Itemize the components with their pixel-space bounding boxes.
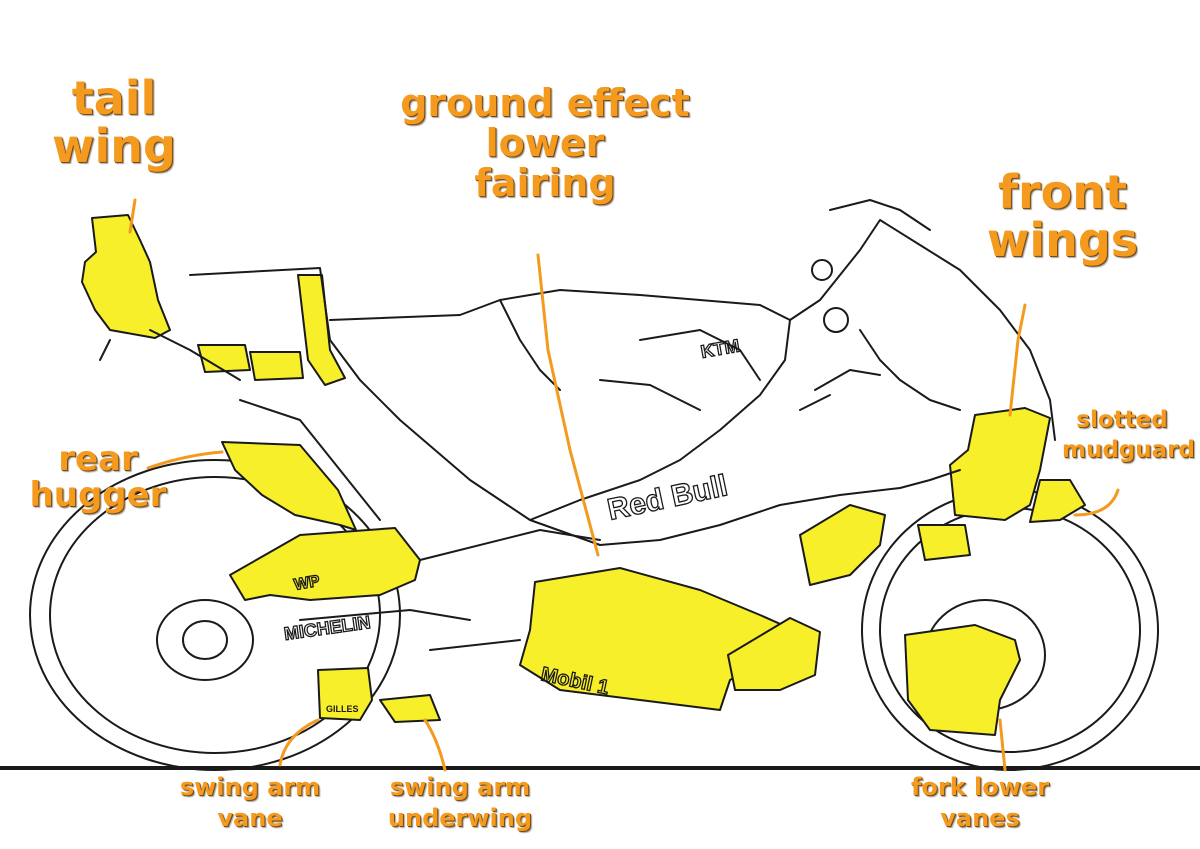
leader-front-wings: [1008, 303, 1027, 417]
label-fork-lower-vanes: fork lower vanes: [910, 773, 1050, 833]
fork-lower-vane: [904, 624, 1021, 736]
label-swing-arm-underwing: swing arm underwing: [387, 773, 533, 833]
leader-rear-hugger: [146, 450, 224, 470]
front-wing-part: [949, 407, 1051, 521]
front-wheel: [861, 489, 1159, 771]
rear-wheel: [29, 459, 401, 771]
rear-hugger-part: [221, 441, 357, 531]
lower-vent: [727, 617, 821, 691]
tail-tab-1: [197, 344, 251, 373]
tail-wing-part: [81, 214, 171, 339]
leader-tail-wing: [128, 198, 137, 234]
leader-slotted-mudguard: [1073, 488, 1120, 517]
swing-arm-side: [229, 527, 421, 601]
label-ground-effect: ground effect lower fairing: [400, 81, 690, 205]
slotted-mudguard-part: [1029, 479, 1086, 523]
leader-fork-lower-vanes: [998, 718, 1007, 772]
decal-redbull: Red Bull: [605, 469, 731, 527]
tail-tab-2: [249, 351, 304, 381]
decal-ktm: KTM: [699, 335, 741, 361]
label-front-wings: front wings: [986, 165, 1139, 268]
fork-bracket: [917, 524, 971, 561]
swing-arm-vane-part: [317, 667, 373, 721]
label-rear-hugger: rear hugger: [29, 439, 167, 515]
decal-gilles: GILLES: [326, 704, 359, 714]
leader-swing-arm-vane: [278, 718, 320, 767]
tail-rear-vane: [297, 274, 346, 386]
lower-front-duct: [799, 504, 886, 586]
swing-arm-underwing-part: [379, 694, 441, 723]
body-outline: [99, 199, 1056, 651]
cockpit-details: [799, 259, 881, 411]
leader-swing-arm-underwing: [423, 718, 447, 772]
leader-ground-effect: [536, 253, 600, 557]
label-slotted-mudguard: slotted mudguard: [1062, 407, 1195, 463]
label-swing-arm-vane: swing arm vane: [179, 773, 321, 833]
label-tail-wing: tail wing: [52, 71, 176, 174]
decal-wp: WP: [293, 573, 322, 594]
